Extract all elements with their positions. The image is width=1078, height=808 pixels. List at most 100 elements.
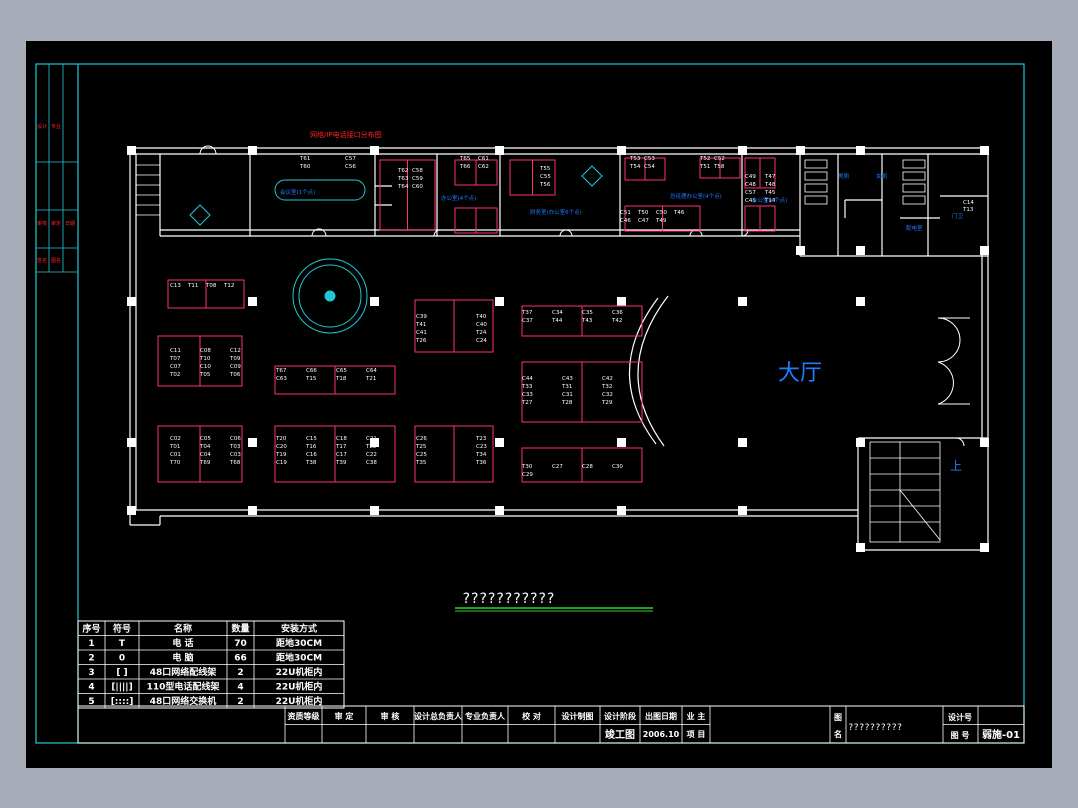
port-label: T03 [229,444,241,450]
design-stage-value: 竣工图 [605,728,635,741]
port-label: T42 [611,318,622,324]
drawing-name-value: ?????????? [848,723,902,733]
column [738,438,747,447]
column [248,438,257,447]
port-label: T31 [561,384,572,390]
port-label: C53 [644,156,655,162]
legend-cell: 安装方式 [281,623,317,635]
column [495,146,504,155]
port-label: T62 [397,168,408,174]
port-label: C59 [412,176,423,182]
column [370,438,379,447]
port-label: T40 [475,314,487,320]
port-label: C23 [476,444,487,450]
legend-cell: 3 [88,668,94,678]
legend-cell: 2 [88,654,94,664]
title-label: 资质等级 [288,711,321,721]
port-label: T47 [764,174,776,180]
port-label: C15 [306,436,317,442]
port-label: T52 [699,156,710,162]
port-label: C30 [612,464,623,470]
room-label: 办公室(4个点) [441,194,476,202]
room-label: 财务室(办公室6个点) [530,208,582,216]
port-label: T20 [275,436,287,442]
lobby-curved-wall [628,295,669,447]
drawing-caption: ??????????? [462,591,555,607]
room-label: 总经理办公室(4个点) [670,192,722,200]
port-label: C49 [745,174,756,180]
port-label: T17 [335,444,347,450]
room-label: 办公室(4个点) [752,196,787,204]
column [856,297,865,306]
legend-cell: T [119,639,126,649]
column [617,146,626,155]
side-label: 审核 [37,220,47,227]
column [980,438,989,447]
column [856,543,865,552]
port-label: T51 [699,164,710,170]
legend-cell: 5 [88,697,94,707]
legend-cell: 66 [234,654,247,664]
port-label: C33 [522,392,533,398]
title-label: 校 对 [522,711,541,721]
port-label: T45 [764,190,776,196]
legend-cell: 48口网络交换机 [150,695,217,707]
column [495,506,504,515]
port-label: T36 [475,460,487,466]
title-label: 专业负责人 [465,711,506,721]
port-label: T34 [475,452,487,458]
title-label: 设计制图 [562,711,594,721]
column [856,438,865,447]
legend-cell: 22U机柜内 [276,666,323,678]
column [370,506,379,515]
port-label: T24 [475,330,487,336]
port-label: T38 [305,460,317,466]
legend-cell: [::::] [111,697,134,707]
port-label: T35 [415,460,427,466]
legend-cell: 名称 [174,623,192,635]
port-label: C43 [562,376,573,382]
issue-date-value: 2006.10 [643,730,680,739]
port-label: T06 [229,372,241,378]
column [127,297,136,306]
port-label: T30 [521,464,533,470]
column [980,146,989,155]
toilet-stalls [804,159,926,205]
port-label: T61 [299,156,310,162]
port-label: C36 [612,310,623,316]
stair-top-left [136,164,160,216]
port-label: C64 [366,368,377,374]
port-label: T26 [415,338,427,344]
port-label: T43 [581,318,593,324]
port-label: T28 [561,400,573,406]
port-label: T65 [459,156,471,162]
legend-cell: 4 [237,683,243,693]
drawing-number-value: 弱施-01 [982,728,1020,741]
title-label: 审 核 [381,711,400,721]
legend-cell: 110型电话配线架 [147,681,220,693]
column [495,438,504,447]
drawing-name-label: 图 [834,713,842,722]
port-label: C40 [476,322,487,328]
port-label: C08 [200,348,211,354]
title-block: 资质等级审 定审 核设计总负责人专业负责人校 对设计制图设计阶段出图日期业 主竣… [77,705,1025,744]
column [127,506,136,515]
legend-cell: [||||] [111,683,132,693]
workstation-clusters [157,157,776,483]
port-label: T69 [199,460,211,466]
column [248,506,257,515]
port-label: C66 [306,368,317,374]
port-label: C05 [200,436,211,442]
decor-plants [189,165,603,226]
port-label: T70 [169,460,181,466]
port-label: C32 [602,392,613,398]
legend-cell: 距地30CM [276,637,322,649]
port-label: C22 [366,452,377,458]
port-label: C11 [170,348,181,354]
port-label: C19 [276,460,287,466]
port-label: T32 [601,384,612,390]
port-label: C34 [552,310,563,316]
port-label: T12 [223,283,234,289]
